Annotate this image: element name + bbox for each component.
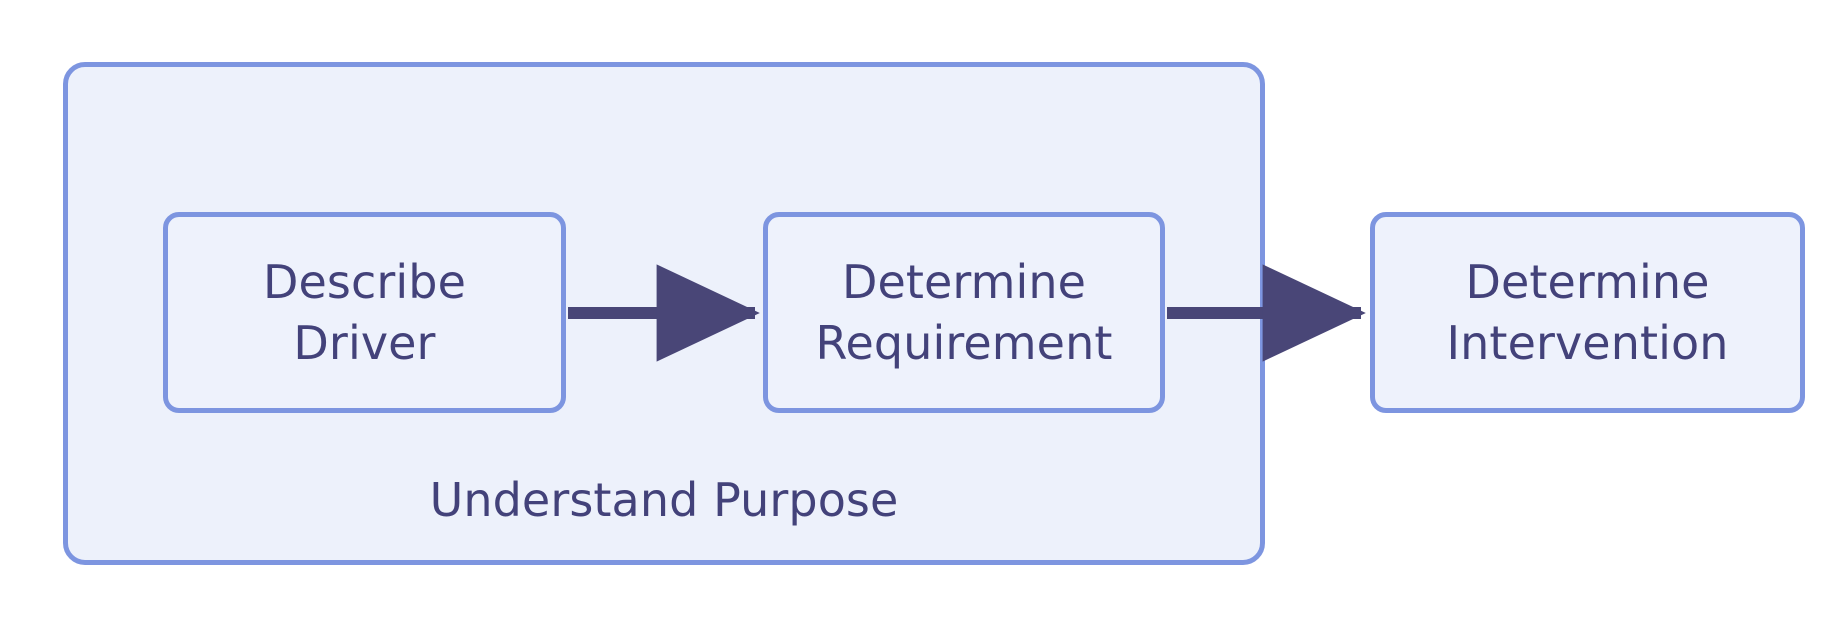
node-determine-requirement[interactable]: Determine Requirement xyxy=(763,212,1165,413)
node-describe-driver-label: Describe Driver xyxy=(263,254,466,370)
node-describe-driver[interactable]: Describe Driver xyxy=(163,212,566,413)
subgraph-understand-purpose-label: Understand Purpose xyxy=(429,473,899,527)
node-determine-intervention-label: Determine Intervention xyxy=(1446,254,1729,370)
node-determine-requirement-label: Determine Requirement xyxy=(815,254,1113,370)
node-determine-intervention[interactable]: Determine Intervention xyxy=(1370,212,1805,413)
